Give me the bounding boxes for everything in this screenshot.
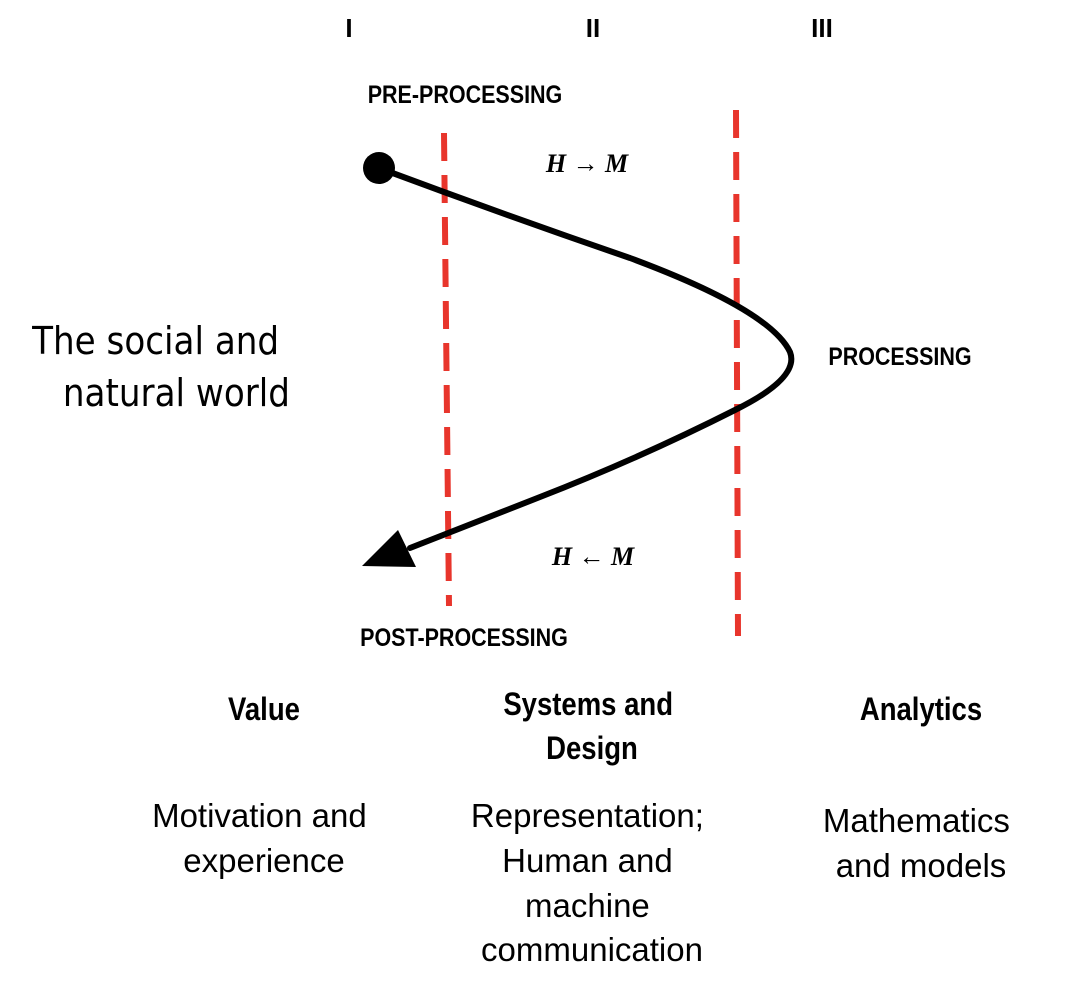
world-label: The social and natural world: [31, 318, 290, 415]
processing-curve: [376, 165, 795, 551]
stage-label-iii: III: [811, 13, 833, 43]
post-processing-label: POST-PROCESSING: [360, 623, 568, 651]
world-label-line: The social and: [31, 318, 279, 363]
column-heading-systems: Systems and Design: [503, 687, 680, 766]
processing-label: PROCESSING: [828, 342, 971, 370]
column-description-line: Human and: [502, 842, 673, 879]
start-point-marker: [363, 152, 395, 184]
column-description-value: Motivation and experience: [152, 797, 376, 879]
forward-flow-label: H → M: [545, 149, 629, 178]
column-heading-line: Value: [228, 692, 300, 727]
column-description-line: Motivation and: [152, 797, 367, 834]
stage-label-ii: II: [586, 13, 600, 43]
column-description-line: Mathematics: [823, 802, 1010, 839]
column-description-line: and models: [836, 847, 1007, 884]
column-description-systems: Representation; Human and machine commun…: [471, 797, 713, 968]
column-heading-value: Value: [228, 692, 300, 727]
column-description-line: machine: [525, 887, 650, 924]
column-description-line: Representation;: [471, 797, 704, 834]
column-description-analytics: Mathematics and models: [823, 802, 1019, 884]
pre-processing-label: PRE-PROCESSING: [368, 80, 563, 108]
column-heading-line: Analytics: [860, 692, 982, 727]
boundary-line-left: [441, 132, 452, 607]
stage-label-i: I: [345, 13, 352, 43]
column-description-line: experience: [183, 842, 344, 879]
column-description-line: communication: [481, 931, 703, 968]
column-heading-analytics: Analytics: [860, 692, 982, 727]
column-heading-line: Systems and: [503, 687, 673, 722]
backward-flow-label: H ← M: [551, 542, 635, 571]
world-label-line: natural world: [63, 370, 290, 415]
column-heading-line: Design: [546, 731, 638, 766]
boundary-line-right: [733, 109, 741, 637]
arrowhead: [362, 530, 416, 567]
